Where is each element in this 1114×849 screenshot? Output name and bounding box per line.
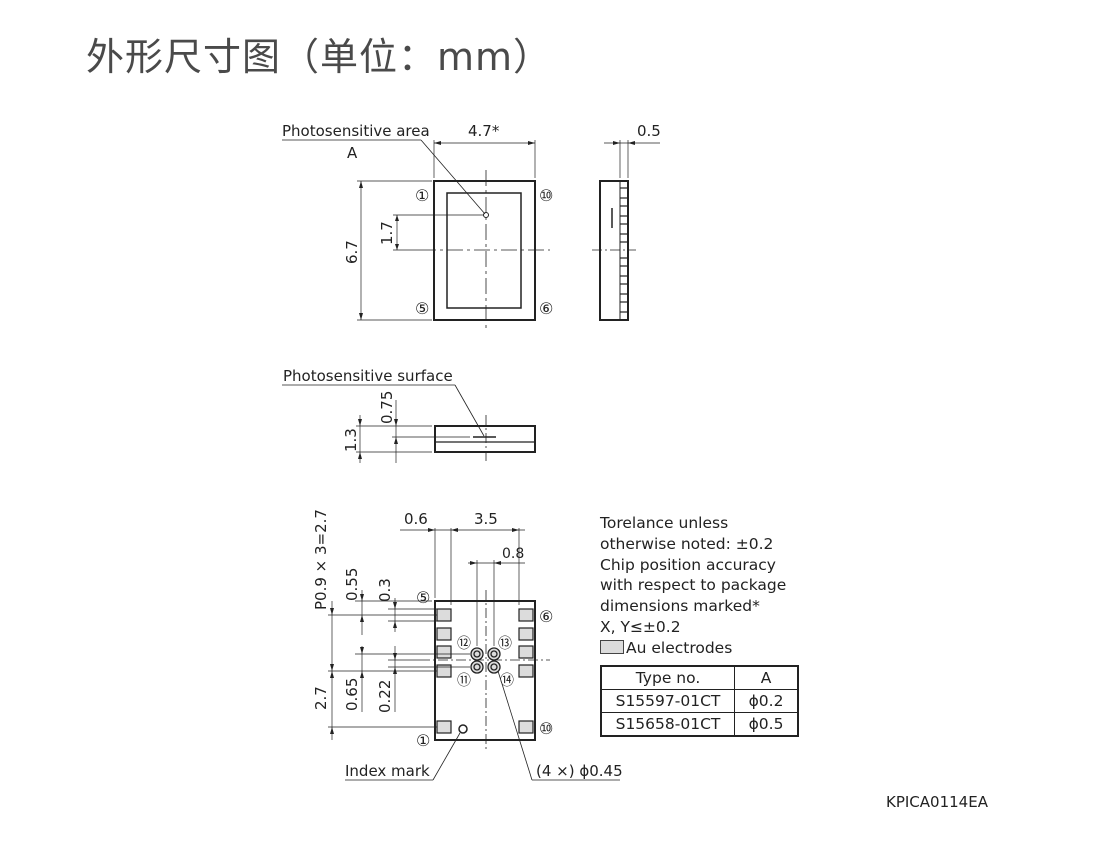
pitch-dim: P0.9 × 3=2.7 — [312, 509, 330, 610]
right-pads — [518, 608, 534, 734]
left-pads — [436, 608, 452, 734]
pin-10-label: ⑩ — [539, 186, 553, 205]
legend-row: Au electrodes — [600, 638, 810, 659]
center-offset-dim: 1.7 — [378, 221, 396, 245]
note-line: dimensions marked* — [600, 597, 760, 616]
thickness-dim: 0.5 — [637, 122, 661, 140]
index-mark-label: Index mark — [345, 762, 430, 780]
lower-offset-dim: 0.65 — [343, 678, 361, 711]
table-header-row: Type no. A — [600, 665, 799, 690]
depth-dim: 0.75 — [378, 391, 396, 424]
drawing-code: KPICA0114EA — [886, 793, 988, 811]
pad-width-dim: 0.3 — [376, 578, 394, 602]
page-title: 外形尺寸图（单位：mm） — [86, 35, 553, 79]
hole-label: (4 ×) ϕ0.45 — [536, 762, 623, 780]
table-row: S15658-01CT ϕ0.5 — [600, 712, 799, 737]
header-a: A — [734, 665, 799, 690]
surface-label: Photosensitive surface — [283, 367, 453, 385]
left-offset-dim: 0.6 — [404, 510, 428, 528]
width-dim: 4.7* — [468, 122, 500, 140]
bottom-pin-14-label: ⑭ — [500, 673, 514, 689]
height-dim: 6.7 — [343, 240, 361, 264]
photosensitive-area-label: Photosensitive area — [282, 122, 430, 140]
type-cell: S15658-01CT — [600, 712, 735, 737]
bottom-pin-11-label: ⑪ — [457, 673, 471, 689]
side-outline — [599, 180, 629, 321]
top-view — [282, 139, 550, 330]
area-symbol: A — [347, 144, 358, 162]
type-cell: S15597-01CT — [600, 689, 735, 713]
lower-pad-dim: 0.22 — [376, 680, 394, 713]
note-line: Chip position accuracy — [600, 555, 776, 574]
bottom-pin-13-label: ⑬ — [498, 636, 512, 652]
note-line: X, Y≤±0.2 — [600, 617, 681, 636]
pin-1-label: ① — [415, 186, 429, 205]
type-table: Type no. A S15597-01CT ϕ0.2 S15658-01CT … — [600, 665, 799, 737]
legend-label: Au electrodes — [626, 638, 733, 657]
bottom-pin-12-label: ⑫ — [457, 636, 471, 652]
note-line: with respect to package — [600, 576, 787, 595]
pin-6-label: ⑥ — [539, 299, 553, 318]
bottom-pin-6-label: ⑥ — [539, 607, 553, 626]
au-electrode-swatch — [600, 639, 624, 654]
bottom-outline — [434, 600, 536, 741]
center-pads — [470, 647, 501, 674]
pad-gap-dim: 0.8 — [502, 546, 524, 562]
bottom-pin-10-label: ⑩ — [539, 719, 553, 738]
package-outline — [433, 180, 536, 321]
table-row: S15597-01CT ϕ0.2 — [600, 689, 799, 713]
section-height-dim: 1.3 — [342, 428, 360, 452]
section-outline — [434, 425, 536, 453]
bottom-view — [328, 528, 620, 781]
tolerance-notes: Torelance unless otherwise noted: ±0.2 C… — [600, 513, 810, 659]
index-mark — [458, 724, 468, 734]
side-view — [592, 140, 660, 321]
vertical-total-dim: 2.7 — [312, 686, 330, 710]
a-cell: ϕ0.5 — [734, 712, 799, 737]
note-line: otherwise noted: ±0.2 — [600, 534, 774, 553]
photosensitive-window — [446, 192, 522, 309]
span-dim: 3.5 — [474, 510, 498, 528]
pin-5-label: ⑤ — [415, 299, 429, 318]
section-view — [282, 384, 536, 463]
bottom-pin-1-label: ① — [416, 731, 430, 750]
pad-top-dim: 0.55 — [343, 568, 361, 601]
note-line: Torelance unless — [600, 514, 729, 532]
a-cell: ϕ0.2 — [734, 689, 799, 713]
bottom-pin-5-label: ⑤ — [416, 588, 430, 607]
header-type-no: Type no. — [600, 665, 735, 690]
